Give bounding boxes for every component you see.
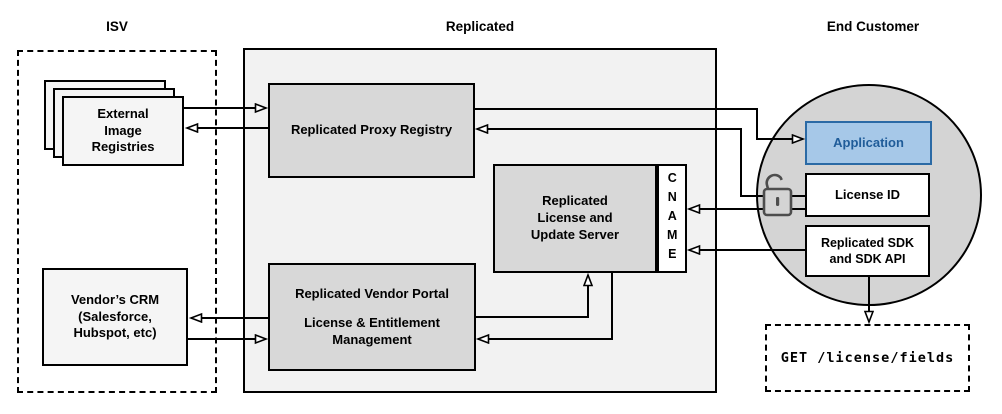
- vendor-crm-label: Vendor’s CRM (Salesforce, Hubspot, etc): [70, 291, 160, 341]
- cname-label: CNAME: [665, 171, 680, 266]
- section-header-end-customer: End Customer: [826, 19, 920, 34]
- application-label: Application: [833, 134, 904, 150]
- vendor-portal-box[interactable]: Replicated Vendor Portal License & Entit…: [268, 263, 476, 371]
- external-image-registries-box[interactable]: External Image Registries: [62, 96, 184, 166]
- application-box[interactable]: Application: [805, 121, 932, 165]
- section-header-replicated: Replicated: [445, 19, 515, 34]
- sdk-box[interactable]: Replicated SDK and SDK API: [805, 225, 930, 277]
- external-image-registries-label: External Image Registries: [91, 105, 155, 155]
- get-license-fields-box[interactable]: GET /license/fields: [765, 324, 970, 392]
- get-license-fields-label: GET /license/fields: [780, 350, 955, 366]
- license-id-box[interactable]: License ID: [805, 173, 930, 217]
- vendor-portal-title: Replicated Vendor Portal: [295, 285, 449, 301]
- sdk-label: Replicated SDK and SDK API: [820, 235, 915, 266]
- section-header-isv: ISV: [106, 19, 128, 34]
- cname-strip: CNAME: [657, 164, 687, 273]
- proxy-registry-box[interactable]: Replicated Proxy Registry: [268, 83, 475, 178]
- vendor-crm-box[interactable]: Vendor’s CRM (Salesforce, Hubspot, etc): [42, 268, 188, 366]
- license-id-label: License ID: [834, 186, 901, 202]
- license-update-server-label: Replicated License and Update Server: [530, 193, 620, 242]
- vendor-portal-subtitle: License & Entitlement Management: [304, 314, 440, 347]
- license-update-server-box[interactable]: Replicated License and Update Server: [493, 164, 657, 273]
- proxy-registry-label: Replicated Proxy Registry: [290, 122, 453, 138]
